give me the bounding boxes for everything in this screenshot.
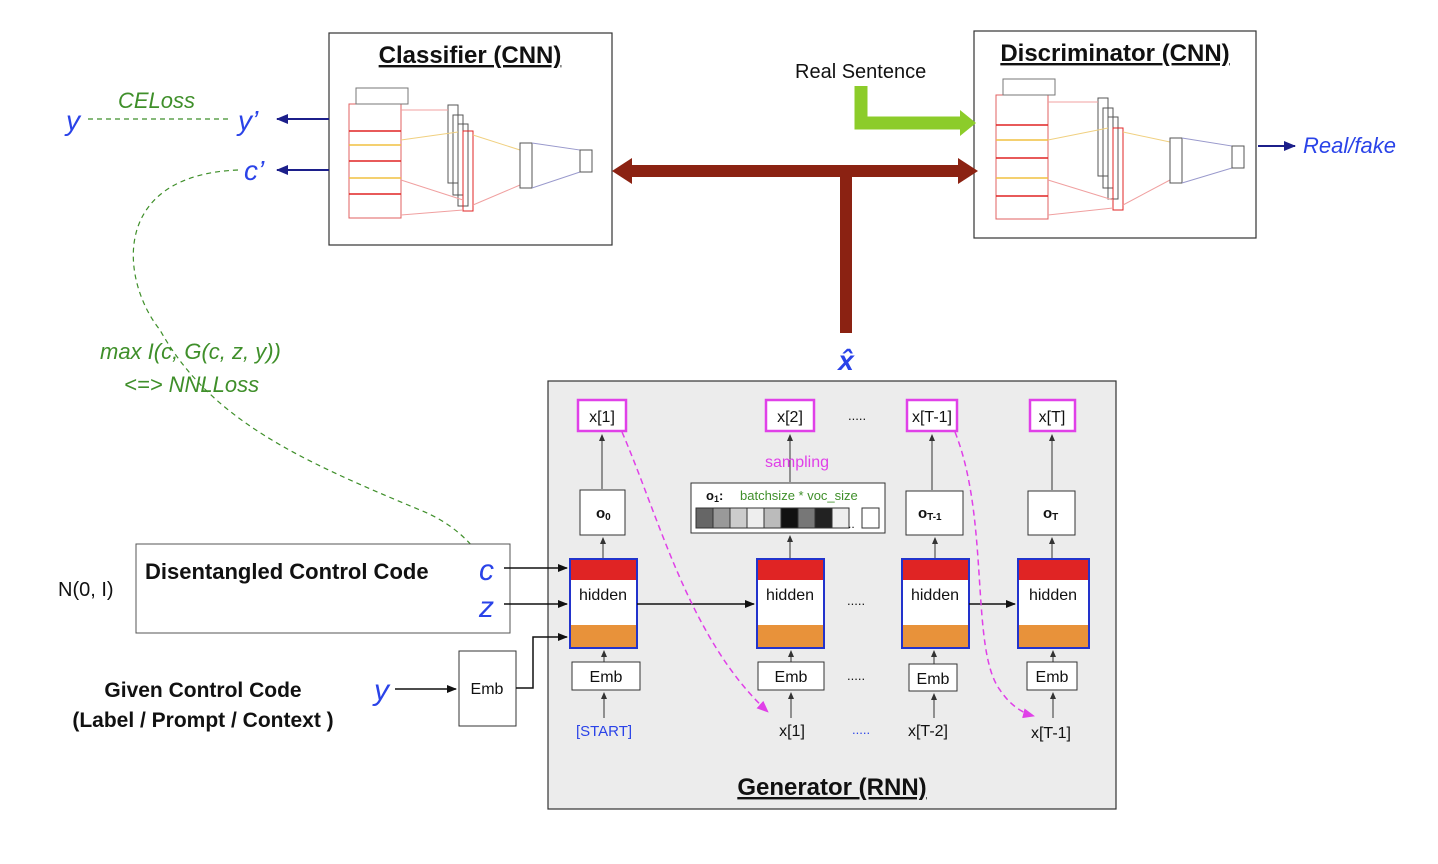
output-box-2 [764, 398, 816, 433]
input-xt-1: x[T-1] [1031, 725, 1071, 742]
real-fake-label: Real/fake [1303, 133, 1396, 158]
generated-sample-arrows [612, 158, 978, 333]
hidden-label-2: hidden [766, 587, 814, 604]
emb-box-4 [1026, 661, 1078, 691]
o1-cell [695, 507, 714, 529]
generator-title: Generator (RNN) [737, 774, 926, 801]
otm1-label: oT-1 [918, 505, 942, 523]
discriminator-box [973, 30, 1257, 239]
ce-loss-label: CELoss [118, 88, 195, 113]
rnn-cell-4 [1017, 558, 1090, 649]
sampling-label: sampling [765, 454, 829, 471]
rnn-cell-1 [569, 558, 638, 649]
otm1-box [905, 490, 964, 536]
given-code-line1: Given Control Code [104, 679, 301, 702]
hidden-label-4: hidden [1029, 587, 1077, 604]
discriminator-title: Discriminator (CNN) [1000, 40, 1229, 67]
hidden-label-3: hidden [911, 587, 959, 604]
emb-label-2: Emb [775, 669, 808, 686]
emb-label-3: Emb [917, 671, 950, 688]
feedback-arrow-2 [954, 431, 1035, 719]
o1-cell [729, 507, 748, 529]
ot-label: oT [1043, 505, 1058, 523]
input-x1: x[1] [779, 723, 805, 740]
o1-desc: batchsize * voc_size [740, 488, 858, 503]
output-label-2: x[2] [777, 409, 803, 426]
discriminator-block: Discriminator (CNN) [973, 30, 1257, 239]
o1-distribution-box: o1: batchsize * voc_size .. [690, 482, 886, 534]
emb-box-3 [908, 663, 958, 692]
o1-cell [712, 507, 731, 529]
emb-box-2 [757, 661, 825, 691]
input-ellipsis: ..... [852, 722, 870, 737]
given-code-line2: (Label / Prompt / Context ) [72, 709, 333, 732]
classifier-block: Classifier (CNN) [328, 32, 613, 246]
o1-cell [763, 507, 782, 529]
mutual-info-dashed-curve [132, 169, 481, 557]
output-box-3 [905, 398, 959, 433]
disentangled-code-title: Disentangled Control Code [145, 559, 429, 584]
o1-label: o1: [706, 488, 723, 504]
emb-label-1: Emb [590, 669, 623, 686]
hidden-label-1: hidden [579, 587, 627, 604]
emb-box-1 [571, 661, 641, 691]
emb-to-hidden-arrow [516, 633, 568, 689]
output-label-3: x[T-1] [912, 409, 952, 426]
x-hat-label: x̂ [836, 345, 855, 376]
output-box-1 [576, 398, 628, 433]
o1-cell [814, 507, 833, 529]
c-prime-label: c’ [244, 155, 265, 186]
rnn-cell-2 [756, 558, 825, 649]
classifier-cnn-illustration [348, 87, 593, 219]
classifier-title: Classifier (CNN) [379, 42, 562, 69]
y-label-top: y [64, 105, 82, 136]
nnl-loss-label: <=> NNLLoss [124, 372, 259, 397]
hidden-ellipsis: ..... [847, 593, 865, 608]
given-emb-box [458, 650, 517, 727]
c-code-label: c [479, 554, 494, 587]
real-sentence-arrow [854, 86, 976, 136]
o0-box [579, 489, 626, 536]
given-emb-label: Emb [471, 681, 504, 698]
input-start: [START] [576, 723, 632, 740]
y-prime-label: y’ [236, 105, 259, 136]
noise-label: N(0, I) [58, 579, 114, 601]
o1-cell [780, 507, 799, 529]
o0-label: o0 [596, 505, 611, 523]
o1-cell [797, 507, 816, 529]
o1-cell [831, 507, 850, 529]
disentangled-code-box [135, 543, 511, 634]
o1-last-cell [861, 507, 880, 529]
max-info-label: max I(c, G(c, z, y)) [100, 339, 281, 364]
output-label-4: x[T] [1039, 409, 1066, 426]
ot-box [1027, 490, 1076, 536]
input-xt-2: x[T-2] [908, 723, 948, 740]
classifier-box [328, 32, 613, 246]
o1-cell [746, 507, 765, 529]
y-label-bottom: y [372, 674, 391, 707]
rnn-cell-3 [901, 558, 970, 649]
output-ellipsis: ..... [848, 408, 866, 423]
emb-ellipsis: ..... [847, 668, 865, 683]
real-sentence-label: Real Sentence [795, 61, 926, 83]
output-box-4 [1028, 398, 1077, 433]
z-code-label: z [478, 591, 494, 624]
discriminator-cnn-illustration [995, 78, 1245, 220]
emb-label-4: Emb [1036, 669, 1069, 686]
output-label-1: x[1] [589, 409, 615, 426]
o1-dots: .. [848, 517, 855, 531]
